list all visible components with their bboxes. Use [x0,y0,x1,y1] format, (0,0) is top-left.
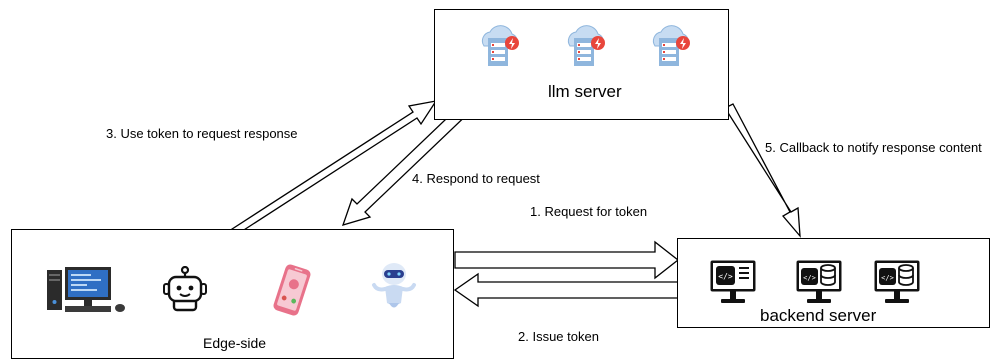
smartphone-icon [268,264,316,321]
cloud-server-icon [647,24,697,73]
label-step1: 1. Request for token [530,204,648,219]
code-monitor-icon: </> [709,259,757,310]
arrow-issue-token [453,272,679,308]
label-step3: 3. Use token to request response [106,126,298,141]
svg-text:</>: </> [881,274,894,282]
svg-text:</>: </> [718,272,733,281]
backend-server-box: </> </> </> [677,238,990,328]
arrow-use-token [228,100,438,238]
desktop-computer-icon [46,266,128,319]
arrow-callback [724,103,801,238]
label-step5: 5. Callback to notify response content [765,140,982,155]
svg-text:</>: </> [803,274,816,282]
edge-side-box: Edge-side [11,229,454,359]
cloud-server-icon [476,24,526,73]
backend-server-label: backend server [760,306,877,325]
arrows-layer [228,98,801,308]
database-monitor-icon: </> [795,259,843,310]
arrow-request-token [454,240,680,280]
llm-server-box: llm server [434,9,729,120]
llm-server-label: llm server [548,82,622,101]
robot-icon [161,265,209,319]
ai-assistant-icon [369,260,419,319]
label-step4: 4. Respond to request [412,171,540,186]
edge-side-label: Edge-side [203,335,267,351]
database-monitor-icon: </> [873,259,921,310]
label-step2: 2. Issue token [518,329,599,344]
cloud-server-icon [562,24,612,73]
